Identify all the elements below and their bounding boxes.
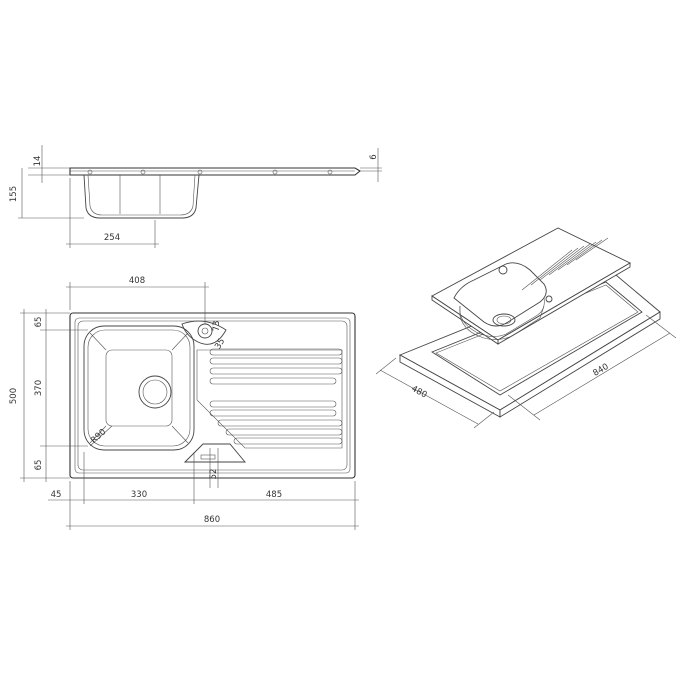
top-view: 408 500 65 370 65 45 330 485 860 xyxy=(9,276,359,530)
dim-408-label: 408 xyxy=(129,276,145,286)
drainer-groove xyxy=(209,400,337,408)
drainer-groove xyxy=(209,367,343,375)
dim-155-label: 155 xyxy=(9,186,19,202)
iso-drainer-grooves xyxy=(521,237,609,291)
isometric-view: 840 480 xyxy=(375,227,677,429)
dim-65-top-label: 65 xyxy=(34,317,44,328)
dim-370-label: 370 xyxy=(34,380,44,396)
sink-iso xyxy=(431,227,631,345)
iso-groove xyxy=(539,245,585,281)
dim-radius: R90 xyxy=(89,425,113,447)
dim-tap-hole: 73 35 xyxy=(212,321,227,352)
dim-left-vertical: 500 65 370 65 xyxy=(9,309,88,482)
dim-500-label: 500 xyxy=(9,388,19,404)
dim-14: 14 xyxy=(28,145,70,183)
dim-254: 254 xyxy=(66,178,159,248)
overflow xyxy=(183,443,246,463)
dim-6-label: 6 xyxy=(369,154,379,159)
drainer-groove xyxy=(225,428,343,436)
dim-35-label: 35 xyxy=(213,337,227,351)
dim-485-label: 485 xyxy=(266,490,282,500)
dim-65-bottom-label: 65 xyxy=(34,460,44,471)
dim-45-label: 45 xyxy=(51,490,62,500)
dim-330-label: 330 xyxy=(131,490,147,500)
drainer-groove xyxy=(209,409,337,417)
drainer-groove xyxy=(209,377,337,385)
iso-groove xyxy=(521,249,573,291)
dim-52: 52 xyxy=(209,448,219,488)
dim-52-label: 52 xyxy=(209,469,219,480)
dim-155: 155 xyxy=(9,168,84,219)
drainer-groove xyxy=(233,437,343,445)
bowl xyxy=(83,325,195,451)
iso-groove xyxy=(530,247,579,286)
drainer-groove xyxy=(209,357,343,365)
iso-groove xyxy=(557,241,597,271)
dim-14-label: 14 xyxy=(33,156,43,167)
dim-840-label: 840 xyxy=(591,362,610,379)
iso-groove xyxy=(548,243,591,276)
side-view: 14 155 6 254 xyxy=(9,145,382,248)
dim-73-label: 73 xyxy=(212,321,222,332)
countertop xyxy=(398,269,661,418)
drainer-grooves xyxy=(209,348,343,445)
drainer-groove xyxy=(217,419,343,427)
dim-480-label: 480 xyxy=(409,384,428,401)
iso-groove xyxy=(575,237,609,261)
dim-bottom-horizontal: 45 330 485 860 xyxy=(48,452,359,530)
dim-860-label: 860 xyxy=(204,515,220,525)
iso-groove xyxy=(566,239,603,266)
dim-408: 408 xyxy=(66,276,209,324)
rim-clips xyxy=(87,169,333,175)
dim-254-label: 254 xyxy=(104,233,120,243)
dim-r90-label: R90 xyxy=(89,427,108,446)
dim-6: 6 xyxy=(360,148,382,182)
